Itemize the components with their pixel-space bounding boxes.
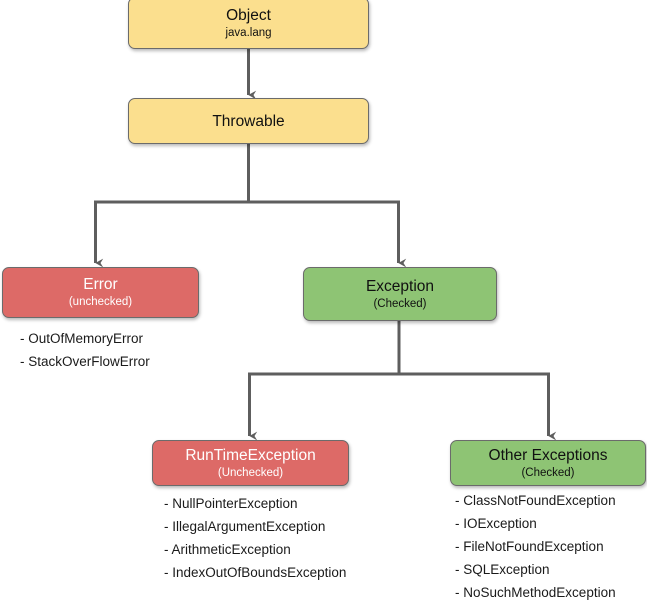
connector-throwable-to-children xyxy=(94,144,407,268)
node-other-exceptions[interactable]: Other Exceptions (Checked) xyxy=(450,440,646,486)
node-exception-subtitle: (Checked) xyxy=(373,297,427,310)
list-item: - ClassNotFoundException xyxy=(455,493,616,508)
other-exceptions-subclass-list: - ClassNotFoundException - IOException -… xyxy=(455,489,616,604)
node-error-subtitle: (unchecked) xyxy=(68,296,133,308)
list-item: - FileNotFoundException xyxy=(455,539,604,554)
list-item: - IOException xyxy=(455,516,537,531)
connector-exception-to-children xyxy=(248,321,557,441)
node-error-title: Error xyxy=(83,276,118,293)
list-item: - SQLException xyxy=(455,562,550,577)
list-item: - IndexOutOfBoundsException xyxy=(164,565,347,580)
list-item: - ArithmeticException xyxy=(164,542,291,557)
node-object[interactable]: Object java.lang xyxy=(128,0,369,49)
list-item: - IllegalArgumentException xyxy=(164,519,326,534)
node-error[interactable]: Error (unchecked) xyxy=(2,267,199,318)
list-item: - StackOverFlowError xyxy=(20,354,150,369)
node-runtimeexception[interactable]: RunTimeException (Unchecked) xyxy=(152,440,349,486)
runtimeexception-subclass-list: - NullPointerException - IllegalArgument… xyxy=(164,492,346,584)
node-object-subtitle: java.lang xyxy=(225,26,272,39)
node-throwable-title: Throwable xyxy=(212,112,285,130)
node-runtimeexception-title: RunTimeException xyxy=(185,446,316,464)
node-exception-title: Exception xyxy=(365,277,435,295)
list-item: - OutOfMemoryError xyxy=(20,331,144,346)
node-exception[interactable]: Exception (Checked) xyxy=(303,267,497,321)
error-subclass-list: - OutOfMemoryError - StackOverFlowError xyxy=(20,327,150,373)
node-object-title: Object xyxy=(226,6,271,24)
node-other-exceptions-subtitle: (Checked) xyxy=(521,466,575,479)
node-throwable[interactable]: Throwable xyxy=(128,98,369,144)
list-item: - NullPointerException xyxy=(164,496,298,511)
node-other-exceptions-title: Other Exceptions xyxy=(488,446,608,464)
node-runtimeexception-subtitle: (Unchecked) xyxy=(217,466,284,479)
